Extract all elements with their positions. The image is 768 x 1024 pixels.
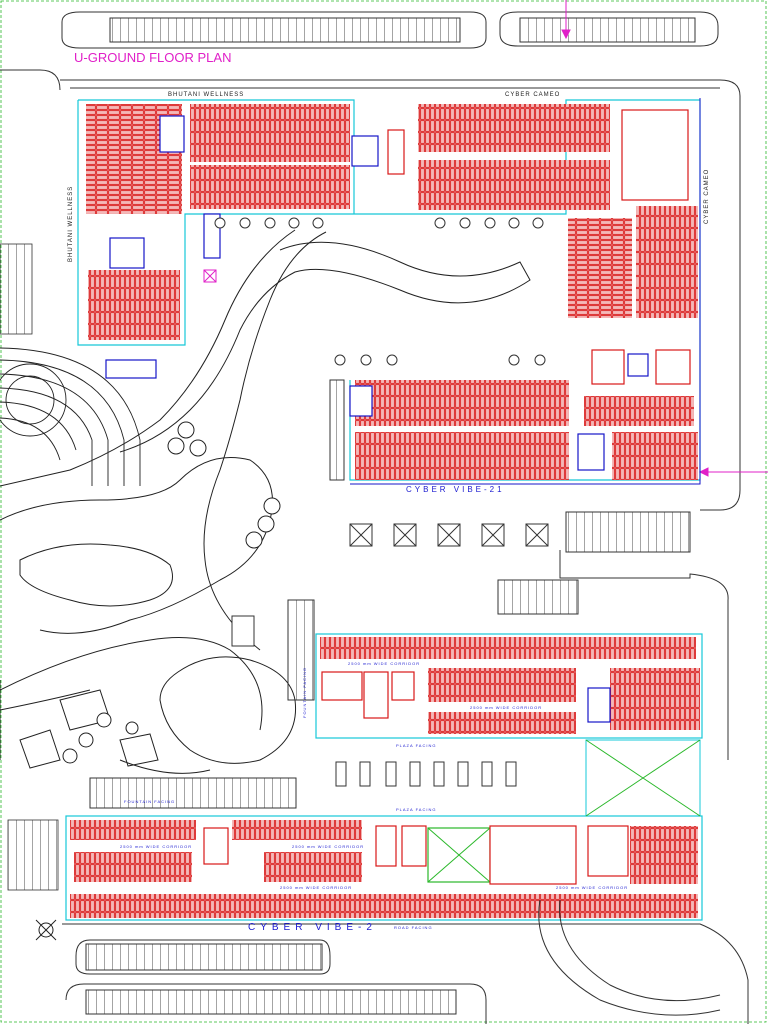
columns — [214, 217, 546, 366]
label-corridor-6: 2500 mm WIDE CORRIDOR — [556, 885, 628, 890]
bottom-parking — [62, 899, 749, 1024]
label-cyber-cameo-top: CYBER CAMEO — [505, 92, 560, 98]
section-arrow-icon — [561, 0, 768, 477]
top-parking — [0, 11, 741, 511]
mid-parking — [89, 379, 729, 809]
label-road-facing: ROAD FACING — [394, 925, 433, 930]
left-stair — [0, 243, 59, 891]
void-markers — [203, 269, 549, 547]
landscape-plaza — [0, 229, 531, 774]
plan-title: U-GROUND FLOOR PLAN — [74, 50, 231, 65]
label-fountain-facing: FOUNTAIN FACING — [302, 667, 307, 718]
label-cyber-vibe-2: CYBER VIBE-2 — [248, 922, 377, 933]
lower-block — [65, 633, 703, 921]
label-corridor-5: 2500 mm WIDE CORRIDOR — [280, 885, 352, 890]
lower-cores — [203, 671, 629, 885]
upper-shops — [86, 104, 698, 480]
label-corridor-4: 2500 mm WIDE CORRIDOR — [292, 844, 364, 849]
amphitheatre — [0, 347, 141, 486]
service-cores — [105, 109, 691, 471]
label-corridor-1: 2500 mm WIDE CORRIDOR — [348, 661, 420, 666]
label-cyber-cameo-side: CYBER CAMEO — [704, 169, 710, 224]
plaza-pillars — [231, 615, 517, 787]
trees — [62, 421, 281, 764]
lower-shops — [70, 637, 700, 918]
label-bhutani-wellness-top: BHUTANI WELLNESS — [168, 92, 244, 98]
label-cyber-vibe-21: CYBER VIBE-21 — [406, 485, 505, 494]
label-corridor-3: 2500 mm WIDE CORRIDOR — [120, 844, 192, 849]
label-corridor-2: 2500 mm WIDE CORRIDOR — [470, 705, 542, 710]
label-bhutani-wellness-side: BHUTANI WELLNESS — [68, 186, 74, 262]
label-plaza-facing-2: PLAZA FACING — [396, 807, 436, 812]
label-fountain-facing-2: FOUNTAIN FACING — [124, 799, 175, 804]
north-arrow-icon — [35, 919, 57, 941]
label-plaza-facing-1: PLAZA FACING — [396, 743, 436, 748]
